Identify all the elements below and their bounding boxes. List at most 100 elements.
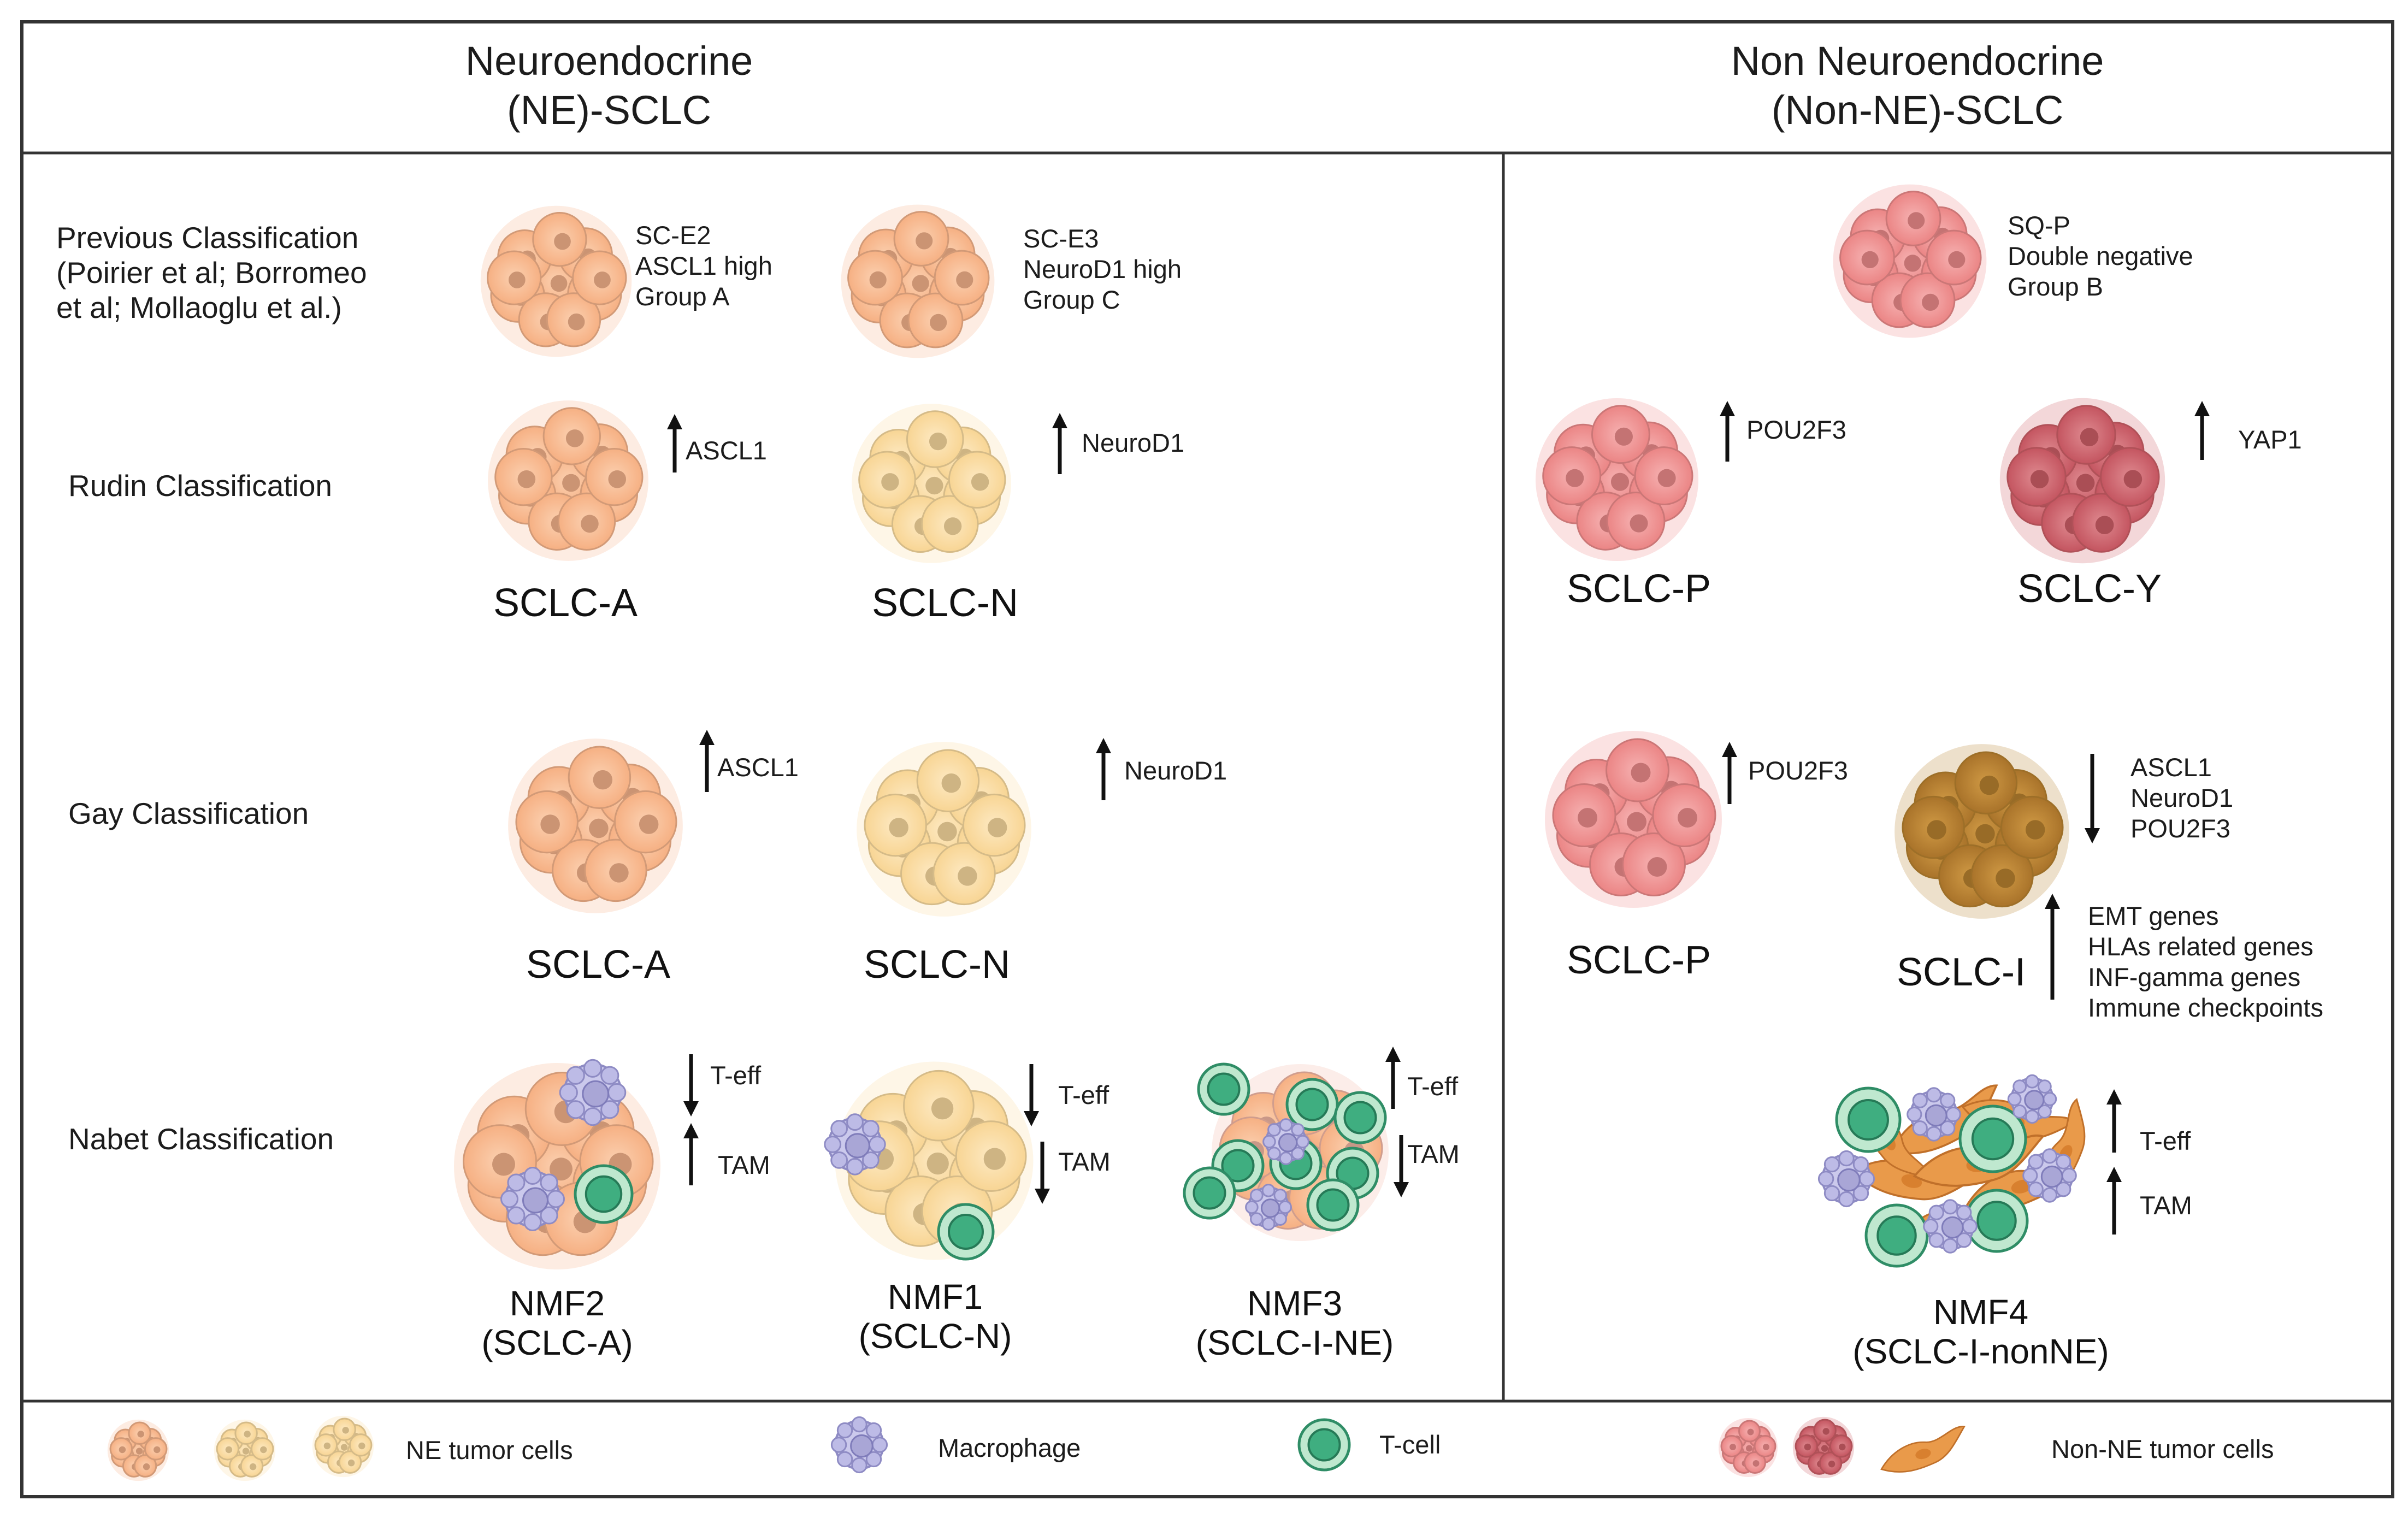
legend-ne-orange: [107, 1419, 169, 1481]
nmf4-tcell-3: [1864, 1203, 1929, 1268]
nonne-header-line2: (Non-NE)-SCLC: [1771, 87, 2064, 133]
gay-a-name: SCLC-A: [526, 943, 671, 987]
nmf3-name-1: NMF3: [1247, 1284, 1343, 1323]
nmf2-name-1: NMF2: [509, 1284, 605, 1323]
nmf3-tcell-8: [1306, 1178, 1360, 1232]
nmf2-tcell: [574, 1164, 634, 1224]
row-gay: Gay Classification: [68, 796, 309, 830]
rudin-a-marker: ASCL1: [686, 436, 767, 465]
legend-macrophage: [830, 1416, 888, 1474]
legend-nonne-red: [1792, 1416, 1855, 1479]
gay-p-cluster: [1545, 731, 1722, 908]
prev-a-line2: ASCL1 high: [635, 251, 772, 280]
legend-ne-label: NE tumor cells: [406, 1436, 573, 1464]
nmf1-teff: T-eff: [1058, 1080, 1109, 1109]
prev-n-line2: NeuroD1 high: [1023, 255, 1182, 283]
prev-n-cluster: [841, 204, 995, 358]
gay-i-up-1: EMT genes: [2088, 901, 2219, 930]
nmf4-name-2: (SCLC-I-nonNE): [1852, 1332, 2109, 1371]
rudin-n-cluster: [852, 404, 1011, 563]
nmf3-tcell-3: [1333, 1091, 1387, 1144]
nmf1-tcell: [937, 1203, 995, 1261]
nmf2-teff: T-eff: [710, 1061, 762, 1090]
prev-p-cluster: [1833, 184, 1987, 338]
gay-n-cluster: [857, 742, 1031, 917]
rudin-y-marker: YAP1: [2238, 425, 2302, 454]
gay-i-up-3: INF-gamma genes: [2088, 962, 2301, 991]
nmf3-tam: TAM: [1407, 1139, 1460, 1168]
prev-n-line3: Group C: [1023, 285, 1120, 314]
ne-header-line2: (NE)-SCLC: [506, 87, 712, 133]
nmf3-teff: T-eff: [1407, 1072, 1459, 1101]
rudin-y-name: SCLC-Y: [2017, 567, 2162, 611]
nmf4-macrophage-2: [1817, 1150, 1875, 1208]
nmf3-macrophage-1: [1262, 1118, 1309, 1165]
gay-p-name: SCLC-P: [1566, 938, 1711, 982]
legend-fibroblast: [1880, 1426, 1966, 1473]
gay-n-marker: NeuroD1: [1124, 756, 1227, 785]
rudin-p-name: SCLC-P: [1566, 567, 1711, 611]
row-previous-line2: (Poirier et al; Borromeo: [56, 256, 367, 290]
nmf4-macrophage-5: [2007, 1074, 2057, 1124]
legend-nonne-pink: [1719, 1418, 1778, 1477]
nmf2-macrophage-2: [500, 1167, 565, 1231]
legend-tcell: [1297, 1418, 1351, 1472]
nmf3-tcell-1: [1197, 1062, 1250, 1116]
prev-p-line2: Double negative: [2008, 241, 2193, 270]
nonne-header-line1: Non Neuroendocrine: [1731, 38, 2104, 84]
gay-i-up-2: HLAs related genes: [2088, 932, 2313, 961]
prev-a-cluster: [480, 205, 632, 357]
rudin-a-cluster: [488, 400, 648, 561]
rudin-p-marker: POU2F3: [1746, 415, 1846, 444]
gay-n-name: SCLC-N: [863, 943, 1011, 987]
nmf3-name-2: (SCLC-I-NE): [1195, 1323, 1394, 1362]
row-previous-line1: Previous Classification: [56, 221, 359, 255]
gay-i-down-2: NeuroD1: [2130, 783, 2234, 812]
nmf4-name-1: NMF4: [1933, 1292, 2029, 1332]
rudin-p-cluster: [1535, 398, 1699, 562]
nmf3-tcell-2: [1285, 1078, 1339, 1131]
nmf4-teff: T-eff: [2140, 1126, 2191, 1155]
nmf3-macrophage-2: [1245, 1184, 1292, 1231]
prev-a-line1: SC-E2: [635, 221, 711, 250]
nmf2-tam: TAM: [718, 1150, 770, 1179]
nmf3-tcell-7: [1183, 1166, 1236, 1220]
rudin-n-marker: NeuroD1: [1082, 428, 1185, 457]
nmf4-tcell-1: [1835, 1086, 1902, 1153]
gay-p-marker: POU2F3: [1748, 756, 1848, 785]
rudin-y-cluster: [1999, 398, 2165, 564]
outer-frame: [20, 20, 2394, 1498]
row-nabet: Nabet Classification: [68, 1122, 334, 1156]
nmf4-tam: TAM: [2140, 1191, 2192, 1220]
nmf1-macrophage: [824, 1113, 886, 1176]
legend-ne-yellow-2: [312, 1415, 374, 1478]
nmf1-name-2: (SCLC-N): [858, 1316, 1012, 1356]
prev-p-line1: SQ-P: [2008, 211, 2070, 240]
gay-i-down-3: POU2F3: [2130, 814, 2230, 843]
prev-n-line1: SC-E3: [1023, 224, 1099, 253]
nmf4-tcell-2: [1958, 1104, 2027, 1173]
nmf4-macrophage-3: [2022, 1148, 2077, 1203]
nmf4-macrophage-4: [1923, 1199, 1978, 1254]
rudin-a-name: SCLC-A: [493, 581, 638, 625]
nmf1-tam: TAM: [1058, 1147, 1111, 1176]
row-rudin: Rudin Classification: [68, 469, 332, 503]
legend-nonne-label: Non-NE tumor cells: [2051, 1434, 2274, 1463]
ne-header-line1: Neuroendocrine: [465, 38, 753, 84]
gay-a-cluster: [508, 739, 683, 913]
legend-ne-yellow: [214, 1419, 276, 1481]
row-previous-line3: et al; Mollaoglu et al.): [56, 291, 342, 324]
prev-p-line3: Group B: [2008, 272, 2104, 301]
legend-tcell-label: T-cell: [1379, 1430, 1441, 1459]
prev-a-line3: Group A: [635, 282, 730, 311]
legend-macrophage-label: Macrophage: [938, 1433, 1081, 1462]
gay-a-marker: ASCL1: [717, 753, 799, 782]
nmf1-name-1: NMF1: [887, 1277, 983, 1316]
nmf2-macrophage-1: [559, 1059, 627, 1126]
gay-i-down-1: ASCL1: [2130, 753, 2212, 782]
gay-i-cluster: [1894, 744, 2069, 919]
rudin-n-name: SCLC-N: [871, 581, 1019, 625]
nmf4-tcell-4: [1964, 1189, 2029, 1253]
gay-i-up-4: Immune checkpoints: [2088, 993, 2324, 1022]
